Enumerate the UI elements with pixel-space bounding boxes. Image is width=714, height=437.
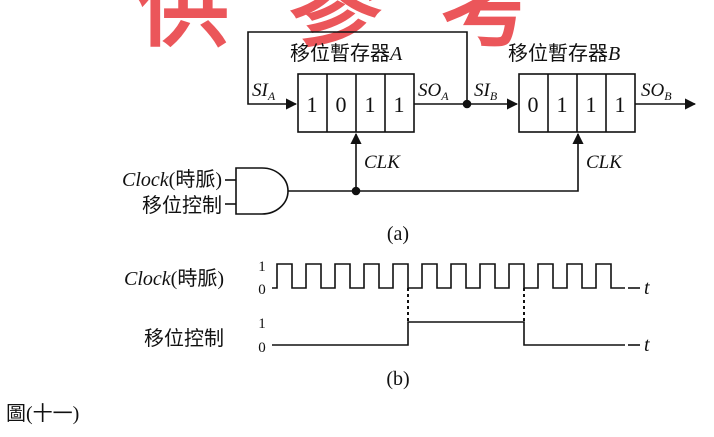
si-a-label: SIA (252, 80, 276, 103)
clock-level-0: 0 (258, 282, 266, 298)
register-a-title: 移位暫存器A (290, 42, 403, 65)
clock-waveform (272, 263, 625, 289)
register-a-bit: 1 (394, 92, 405, 117)
clock-timing-label: Clock(時脈) (124, 267, 224, 290)
register-b-bit: 1 (615, 92, 626, 117)
register-b-bit: 1 (586, 92, 597, 117)
so-a-label: SOA (418, 80, 449, 103)
register-a-bits: 1 0 1 1 (307, 92, 405, 117)
clk-distribution-wire (288, 132, 584, 192)
shift-t-label: t (644, 334, 650, 356)
clk-junction-dot (351, 186, 361, 196)
register-b-bits: 0 1 1 1 (528, 92, 626, 117)
shift-level-1: 1 (258, 316, 266, 332)
figure-caption: 圖(十一) (6, 402, 79, 425)
junction-dot (462, 99, 472, 109)
register-a-bit: 1 (365, 92, 376, 117)
shift-control-waveform (272, 321, 625, 346)
clock-input-label: Clock(時脈) (122, 168, 222, 191)
clk-b-label: CLK (586, 152, 623, 173)
caption-b: (b) (386, 368, 409, 390)
register-b-title: 移位暫存器B (508, 42, 620, 65)
clock-level-1: 1 (258, 259, 266, 275)
and-gate (235, 167, 289, 215)
figure-a: 移位暫存器A 移位暫存器B (225, 31, 697, 215)
so-b-label: SOB (641, 80, 672, 103)
register-a-bit: 1 (307, 92, 318, 117)
shift-control-input-label: 移位控制 (142, 194, 222, 217)
si-b-label: SIB (474, 80, 498, 103)
shift-level-0: 0 (258, 340, 266, 356)
clock-t-label: t (644, 277, 650, 299)
register-b-bit: 0 (528, 92, 539, 117)
caption-a: (a) (387, 223, 409, 245)
shift-timing-label: 移位控制 (144, 327, 224, 350)
register-b-bit: 1 (557, 92, 568, 117)
feedback-wire (247, 31, 468, 110)
clk-a-label: CLK (364, 152, 401, 173)
register-a-bit: 0 (336, 92, 347, 117)
